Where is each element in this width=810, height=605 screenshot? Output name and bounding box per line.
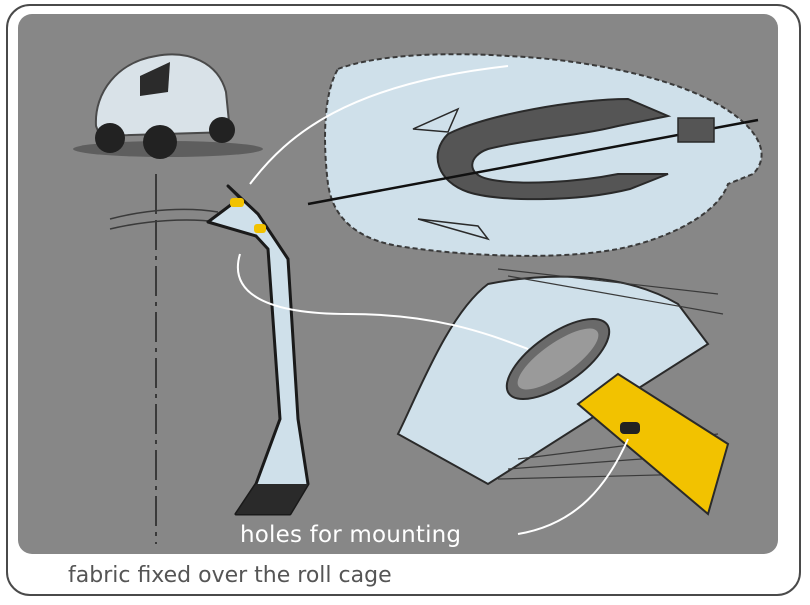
figure-caption: fabric fixed over the roll cage [68, 563, 392, 588]
sketch-panel: holes for mounting [18, 14, 778, 554]
fabric-cover-pattern [308, 54, 762, 256]
axis-guide [110, 174, 218, 544]
holes-for-mounting-label: holes for mounting [240, 522, 461, 548]
vehicle-illustration [73, 55, 263, 160]
mounting-detail [398, 269, 728, 514]
roll-cage-profile [208, 186, 308, 514]
sketch-drawing [18, 14, 778, 554]
